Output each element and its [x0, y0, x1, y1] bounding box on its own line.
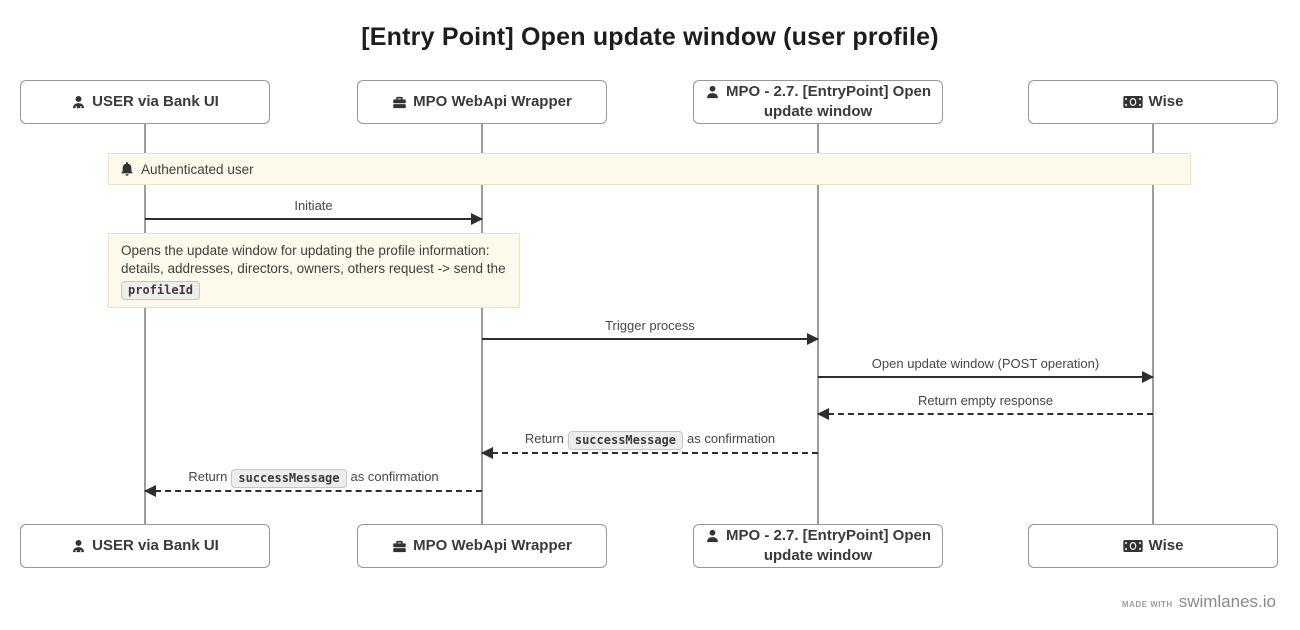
- actor-wise-bottom: Wise: [1028, 524, 1278, 568]
- user-icon: [71, 539, 86, 554]
- arrow-line: [145, 218, 482, 220]
- actor-label: Wise: [1148, 537, 1184, 554]
- actor-label: USER via Bank UI: [92, 93, 219, 110]
- message-label: Return empty response: [917, 393, 1054, 408]
- message-label: Open update window (POST operation): [871, 356, 1100, 371]
- label-prefix: Return: [524, 431, 564, 446]
- briefcase-icon: [392, 95, 407, 110]
- arrowhead-left-icon: [817, 408, 829, 420]
- actor-mpo-bottom: MPO - 2.7. [EntryPoint] Open update wind…: [693, 524, 943, 568]
- actor-wrapper-bottom: MPO WebApi Wrapper: [357, 524, 607, 568]
- actor-wise-top: Wise: [1028, 80, 1278, 124]
- message-initiate: Initiate: [145, 192, 483, 225]
- code-chip-profile-id: profileId: [121, 281, 201, 300]
- lifeline-user: [144, 124, 146, 524]
- arrowhead-right-icon: [1142, 371, 1154, 383]
- made-with-label: MADE WITH: [1121, 600, 1173, 609]
- message-trigger-process: Trigger process: [482, 312, 819, 345]
- actor-label: MPO WebApi Wrapper: [413, 537, 572, 554]
- money-bill-icon: [1122, 95, 1143, 109]
- person-icon: [705, 85, 720, 100]
- person-icon: [705, 529, 720, 544]
- actor-label: MPO - 2.7. [EntryPoint] Open update wind…: [703, 82, 933, 122]
- actor-user-top: USER via Bank UI: [20, 80, 270, 124]
- banner-note-text: Authenticated user: [141, 161, 254, 177]
- actor-wrapper-top: MPO WebApi Wrapper: [357, 80, 607, 124]
- actor-label: MPO - 2.7. [EntryPoint] Open update wind…: [703, 526, 933, 566]
- footer-branding: MADE WITH swimlanes.io: [1122, 592, 1276, 612]
- code-chip-success-message: successMessage: [231, 469, 347, 488]
- actor-label: MPO WebApi Wrapper: [413, 93, 572, 110]
- bell-icon: [120, 161, 134, 177]
- label-suffix: as confirmation: [350, 469, 439, 484]
- message-label: Trigger process: [605, 318, 695, 333]
- lifeline-wrapper: [481, 124, 483, 524]
- actor-mpo-top: MPO - 2.7. [EntryPoint] Open update wind…: [693, 80, 943, 124]
- swimlanes-brand-link[interactable]: swimlanes.io: [1178, 592, 1276, 611]
- arrow-line: [818, 376, 1153, 378]
- note-text-line: Opens the update window for updating the…: [121, 243, 490, 258]
- note-open-update-window: Opens the update window for updating the…: [108, 233, 520, 308]
- arrow-line: [145, 490, 482, 492]
- label-prefix: Return: [188, 469, 228, 484]
- note-text-line: details, addresses, directors, owners, o…: [121, 261, 506, 276]
- briefcase-icon: [392, 539, 407, 554]
- arrowhead-right-icon: [807, 333, 819, 345]
- user-icon: [71, 95, 86, 110]
- label-suffix: as confirmation: [687, 431, 776, 446]
- arrowhead-left-icon: [144, 485, 156, 497]
- message-return-empty-response: Return empty response: [817, 387, 1153, 420]
- arrowhead-right-icon: [471, 213, 483, 225]
- arrow-line: [482, 338, 818, 340]
- arrow-line: [482, 452, 818, 454]
- message-label: Initiate: [294, 198, 333, 213]
- actor-label: USER via Bank UI: [92, 537, 219, 554]
- lifeline-wise: [1152, 124, 1154, 524]
- diagram-title: [Entry Point] Open update window (user p…: [361, 23, 939, 51]
- lifeline-mpo: [817, 124, 819, 524]
- money-bill-icon: [1122, 539, 1143, 553]
- code-chip-success-message: successMessage: [567, 431, 684, 450]
- actor-user-bottom: USER via Bank UI: [20, 524, 270, 568]
- actor-label: Wise: [1148, 93, 1184, 110]
- arrowhead-left-icon: [481, 447, 493, 459]
- arrow-line: [818, 413, 1153, 415]
- note-authenticated-user: Authenticated user: [108, 153, 1191, 185]
- message-open-update-window: Open update window (POST operation): [818, 350, 1154, 383]
